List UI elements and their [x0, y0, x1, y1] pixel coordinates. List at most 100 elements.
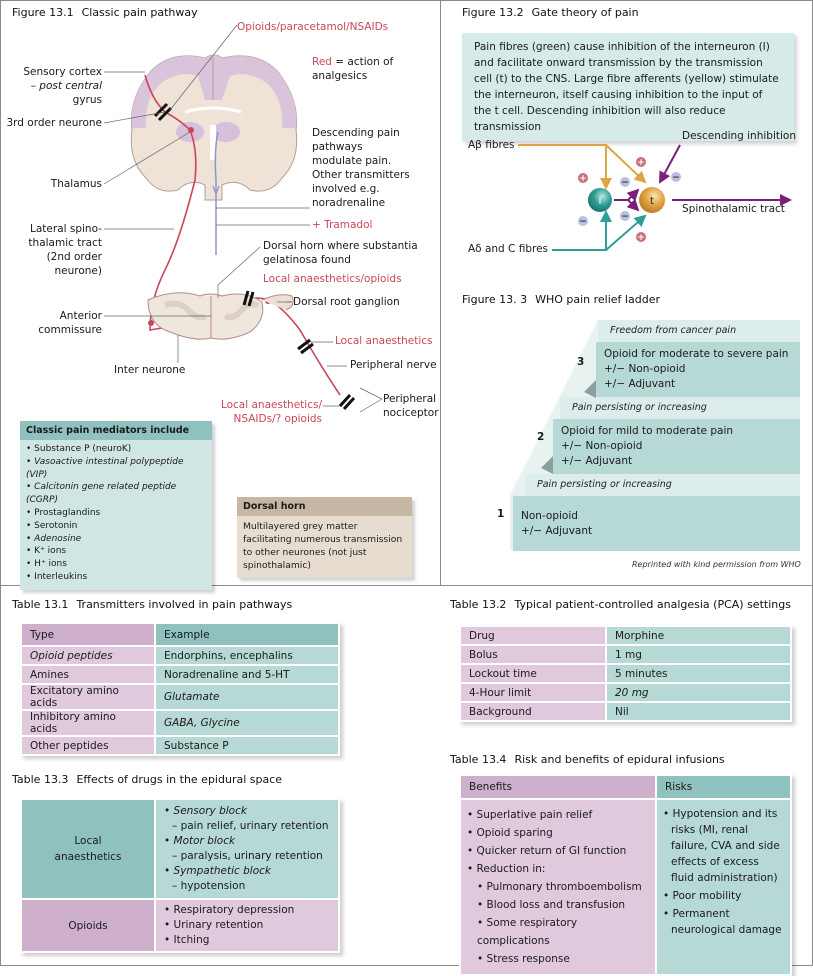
transmission-cell [639, 187, 665, 213]
risks-cell: Hypotension and its risks (MI, renal fai… [655, 798, 792, 976]
label-local-nsaids-opioids: Local anaesthetics/ NSAIDs/? opioids [220, 399, 322, 425]
label-dorsal-horn: Dorsal horn where substantia gelatinosa … [263, 240, 418, 266]
label-adelta-fibres: Aδ and C fibres [468, 243, 549, 255]
svg-text:−: − [579, 217, 587, 227]
svg-text:−: − [621, 178, 629, 188]
local-anaesthetics-effects: • Sensory block – pain relief, urinary r… [154, 798, 340, 900]
label-lateral-spinothalamic: Lateral spino- thalamic tract (2nd order… [28, 223, 102, 277]
list-item: Serotonin [26, 520, 206, 533]
who-credit: Reprinted with kind permission from WHO [632, 560, 801, 569]
svg-text:+: + [579, 174, 587, 184]
label-descending-inhibition: Descending inhibition [682, 130, 796, 142]
block-markers [153, 102, 356, 411]
svg-text:+: + [637, 233, 645, 243]
plus-icon [578, 173, 588, 183]
label-peripheral-nociceptor: Peripheral nociceptor [383, 393, 439, 419]
brain-illustration [130, 54, 298, 201]
list-item: Poor mobility [663, 888, 784, 904]
gate-theory-description: Pain fibres (green) cause inhibition of … [462, 33, 794, 141]
label-anterior-commissure: Anterior commissure [38, 310, 102, 336]
list-item: Substance P (neuroK) [26, 443, 206, 456]
interneuron-inhibit-arrow-lower [626, 198, 640, 212]
minus-icon [620, 177, 630, 187]
label-abeta-fibres: Aβ fibres [468, 139, 515, 151]
label-sensory-cortex: Sensory cortex – post central gyrus [23, 66, 102, 106]
list-item: H⁺ ions [26, 558, 206, 571]
label-opioids-paracetamol: Opioids/paracetamol/NSAIDs [237, 21, 389, 33]
epidural-drugs-table: Local anaesthetics • Sensory block – pai… [20, 798, 340, 953]
interneuron-cell [588, 188, 612, 212]
step-number-3: 3 [577, 356, 585, 368]
minus-icon [578, 216, 588, 226]
label-inter-neurone: Inter neurone [114, 364, 186, 376]
list-item: Reduction in: [467, 860, 649, 878]
epidural-risks-benefits-table: Benefits Risks Superlative pain relief O… [459, 774, 792, 976]
interneuron-label: I [599, 196, 602, 207]
label-local-opioids: Local anaesthetics/opioids [263, 273, 402, 285]
pain-mediators-heading: Classic pain mediators include [20, 421, 212, 440]
ladder-step-3: Opioid for moderate to severe pain +/− N… [596, 342, 800, 397]
ladder-band-middle: Pain persisting or increasing [560, 397, 800, 419]
minus-icon [620, 211, 630, 221]
leader-lines [103, 24, 383, 413]
list-item: Vasoactive intestinal polypeptide (VIP) [26, 456, 206, 482]
ascending-pathway [144, 74, 341, 396]
table-header: Benefits [459, 774, 657, 800]
table-row: Superlative pain relief Opioid sparing Q… [459, 798, 792, 976]
dorsal-horn-heading: Dorsal horn [237, 497, 412, 516]
list-item: Opioid sparing [467, 824, 649, 842]
list-item: Interleukins [26, 571, 206, 584]
divider-horizontal [0, 585, 813, 586]
adelta-to-tcell-arrow [605, 214, 647, 251]
thalamus-synapse [188, 127, 194, 133]
list-item: Hypotension and its risks (MI, renal fai… [663, 806, 784, 886]
plus-icon [636, 232, 646, 242]
local-anaesthetics-cell: Local anaesthetics [20, 798, 156, 900]
table-row: Opioids • Respiratory depression • Urina… [20, 898, 340, 953]
label-peripheral-nerve: Peripheral nerve [350, 359, 437, 371]
label-spinothalamic-tract: Spinothalamic tract [682, 203, 785, 215]
svg-text:−: − [621, 212, 629, 222]
list-item: Prostaglandins [26, 507, 206, 520]
ladder-step-1: Non-opioid +/− Adjuvant [513, 496, 800, 551]
descending-pathway [214, 131, 219, 255]
opioids-cell: Opioids [20, 898, 156, 953]
gate-theory-diagram: I t + + + − − − − [518, 144, 792, 251]
opioids-effects: • Respiratory depression • Urinary reten… [154, 898, 340, 953]
label-tramadol: + Tramadol [312, 219, 373, 231]
list-item: Quicker return of GI function [467, 842, 649, 860]
dorsal-horn-box: Dorsal horn Multilayered grey matter fac… [237, 497, 412, 578]
svg-text:+: + [637, 158, 645, 168]
list-item: Pulmonary thromboembolism [467, 878, 649, 896]
list-item: K⁺ ions [26, 545, 206, 558]
tcell-label: t [650, 196, 654, 207]
table-header: Type [20, 622, 156, 647]
list-item: Adenosine [26, 533, 206, 546]
list-item: Stress response [467, 950, 649, 968]
label-descending-pathways: Descending pain pathways modulate pain. … [312, 127, 410, 209]
benefits-cell: Superlative pain relief Opioid sparing Q… [459, 798, 657, 976]
pain-mediators-box: Classic pain mediators include Substance… [20, 421, 212, 590]
table-header: Risks [655, 774, 792, 800]
ladder-band-lower: Pain persisting or increasing [525, 474, 800, 496]
label-thalamus: Thalamus [50, 178, 102, 190]
descending-inhibition-arrow [659, 144, 681, 184]
abeta-to-interneuron-arrow [518, 144, 612, 190]
